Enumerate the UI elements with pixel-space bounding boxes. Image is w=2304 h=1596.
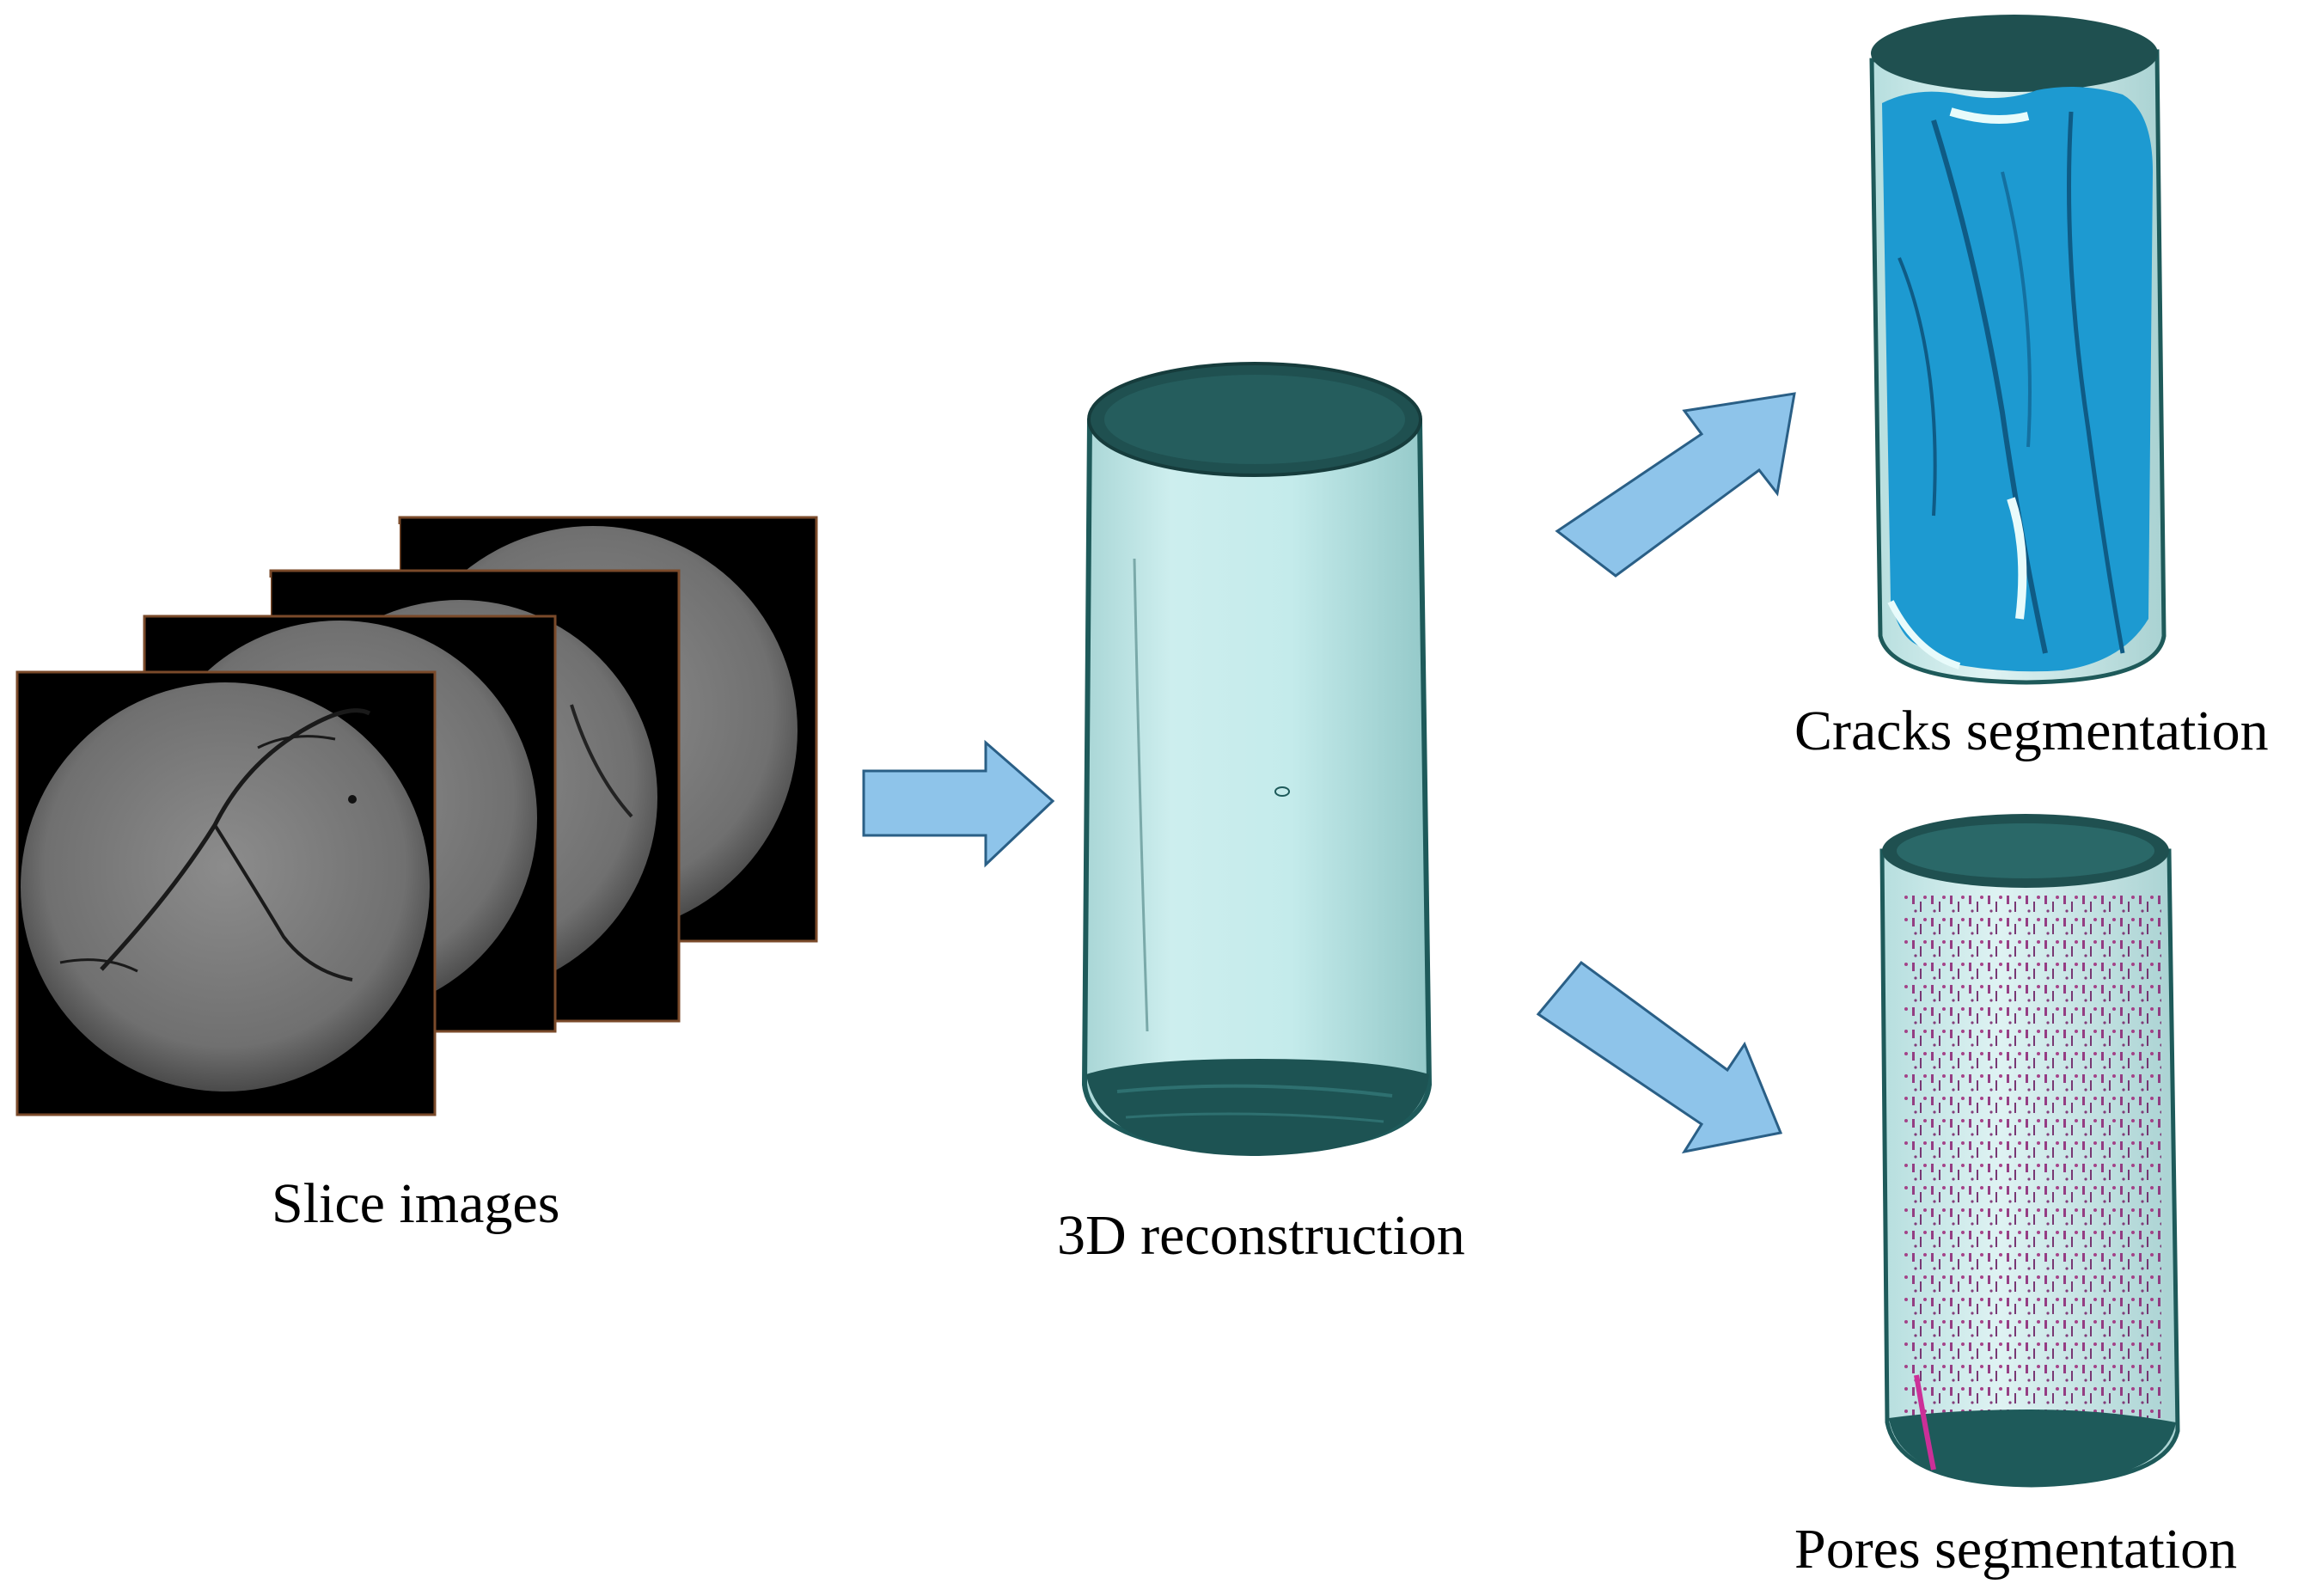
pores-cylinder [1879, 814, 2180, 1488]
slice-stack [15, 516, 818, 1116]
down-right-arrow-icon [1536, 960, 1783, 1154]
reconstruction-cylinder [1081, 362, 1433, 1156]
slice-image-1 [15, 670, 437, 1116]
cracks-cylinder [1869, 15, 2166, 685]
caption-slice-images: Slice images [272, 1172, 560, 1235]
caption-cracks-segmentation: Cracks segmentation [1794, 700, 2269, 762]
caption-3d-reconstruction: 3D reconstruction [1057, 1204, 1465, 1267]
up-right-arrow-icon [1555, 392, 1796, 578]
right-arrow-icon [862, 739, 1055, 868]
caption-pores-segmentation: Pores segmentation [1794, 1518, 2238, 1581]
